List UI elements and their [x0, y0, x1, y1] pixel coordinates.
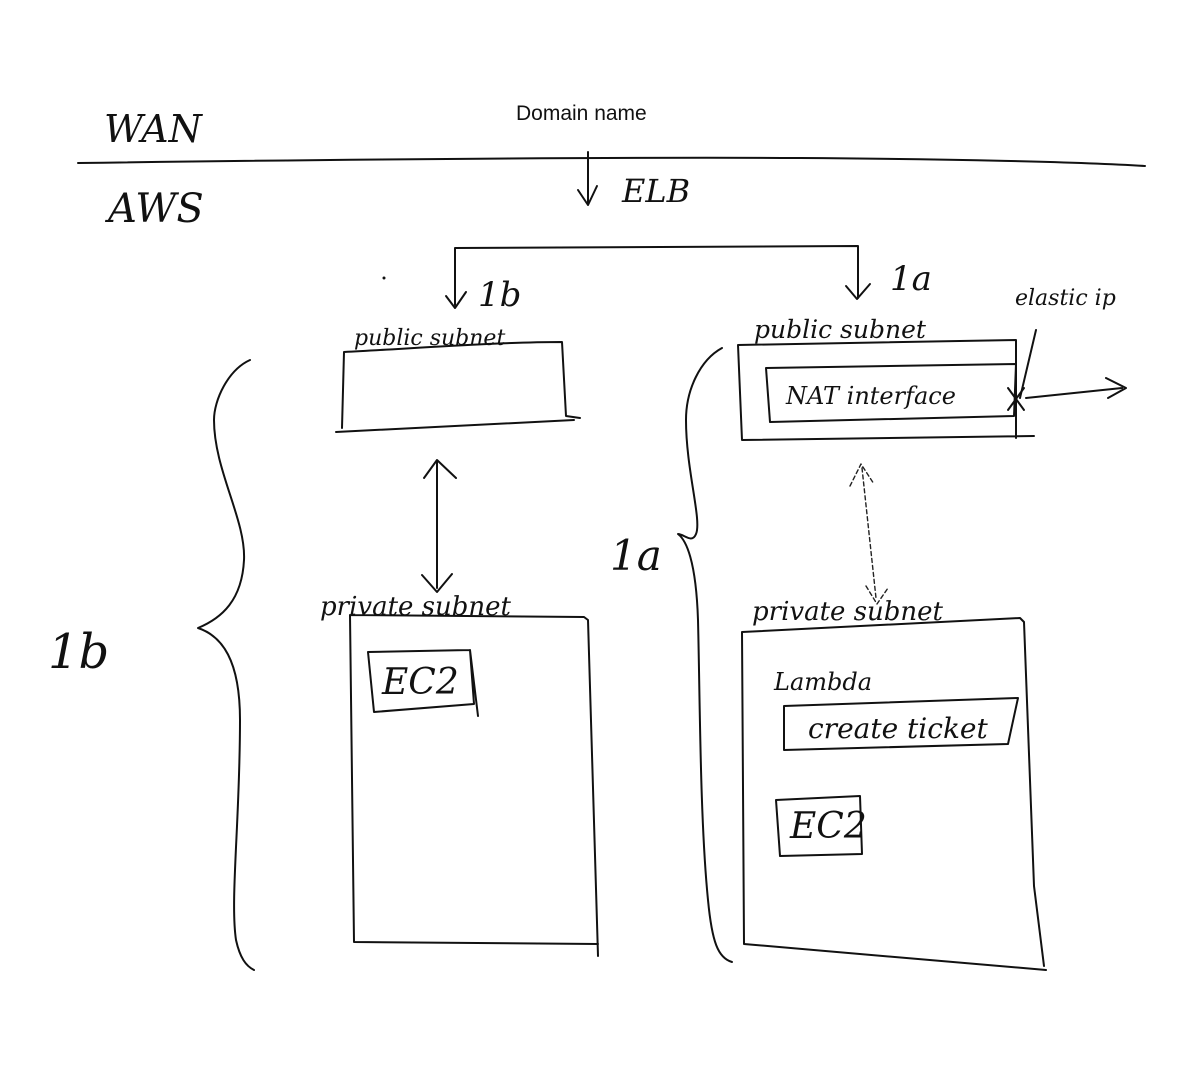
public-subnet-1a-label: public subnet [754, 315, 927, 344]
ec2-1b-box [367, 649, 479, 717]
az-1a-label: 1a [890, 259, 932, 299]
arrow-to-1a-head [845, 283, 871, 300]
wan-label: WAN [104, 107, 204, 151]
elb-label: ELB [621, 172, 690, 210]
aws-label: AWS [104, 186, 204, 232]
ec2-1a-label: EC2 [789, 806, 867, 847]
brace-1a-label: 1a [610, 531, 662, 580]
public-subnet-1b-box [335, 341, 581, 433]
domain-to-elb-arrow [577, 151, 598, 206]
lambda-label: Lambda [773, 668, 872, 696]
ec2-1a-box [775, 795, 863, 857]
internet-egress-arrow [1025, 377, 1127, 399]
brace-1b-label: 1b [48, 624, 109, 680]
elastic-ip-label: elastic ip [1015, 286, 1116, 311]
elb-distribution-line [454, 245, 859, 306]
nat-interface-box [765, 363, 1017, 423]
public-subnet-1a-box [737, 339, 1035, 441]
create-ticket-label: create ticket [808, 712, 988, 745]
private-subnet-1a-label: private subnet [752, 597, 944, 627]
wan-aws-divider [77, 156, 1146, 167]
1b-public-private-arrow [421, 459, 457, 593]
1a-public-private-arrow [849, 463, 889, 605]
domain-name-label: Domain name [516, 102, 647, 125]
private-subnet-1a-box [741, 617, 1047, 971]
ec2-1b-label: EC2 [381, 662, 459, 703]
az-1b-label: 1b [478, 275, 521, 315]
nat-interface-label: NAT interface [785, 382, 956, 410]
private-subnet-1b-label: private subnet [320, 592, 512, 622]
private-subnet-1b-box [349, 614, 599, 957]
brace-1b [197, 359, 255, 971]
stray-dot [382, 276, 386, 280]
elastic-ip-marker-icon [1007, 387, 1025, 411]
elastic-ip-pointer [1019, 329, 1037, 399]
arrow-to-1b-head [445, 291, 467, 309]
brace-1a [677, 347, 733, 963]
create-ticket-box [783, 697, 1019, 751]
